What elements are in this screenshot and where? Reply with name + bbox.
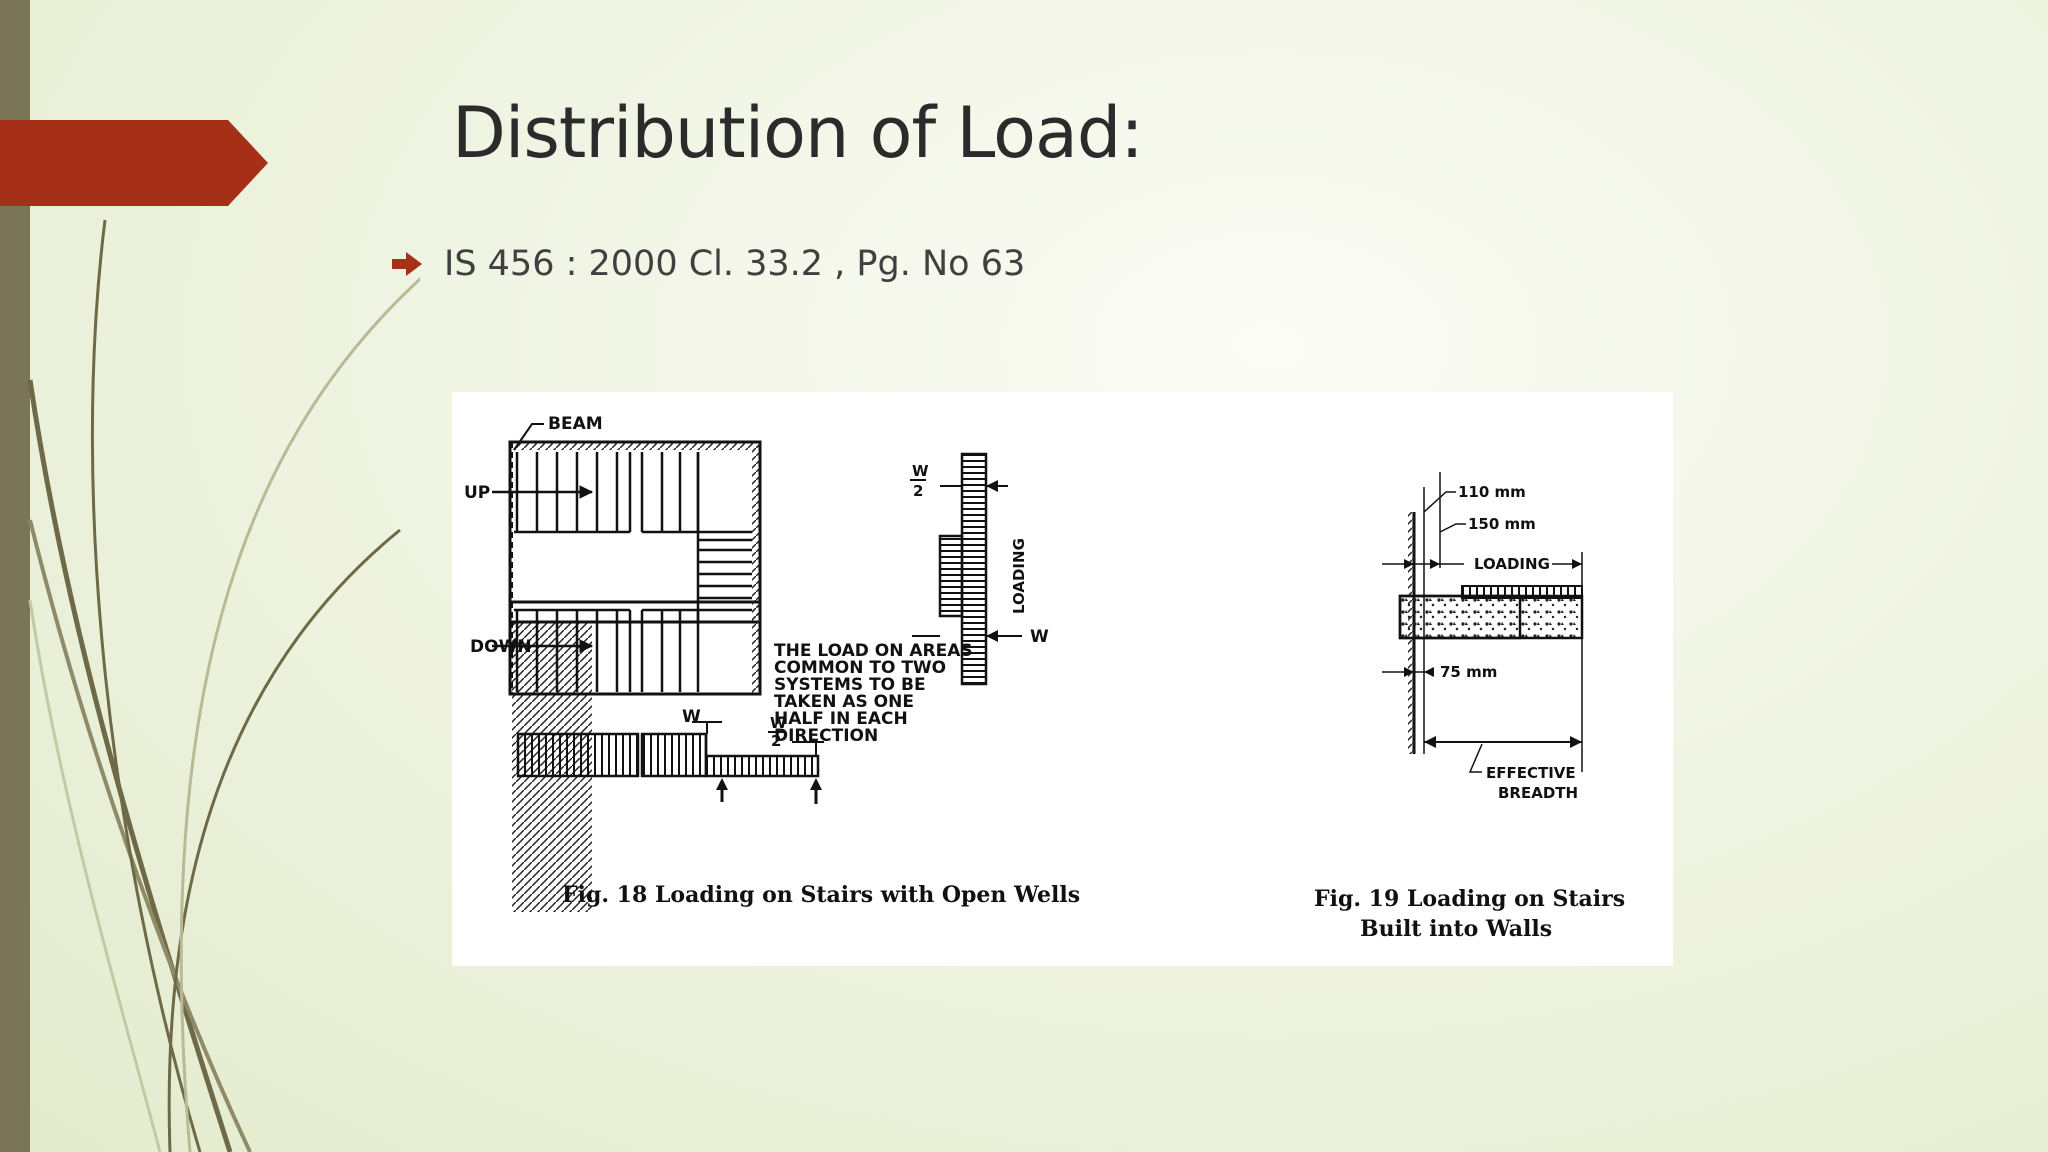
arrow-bullet-icon — [392, 252, 422, 276]
svg-text:TAKEN AS ONE: TAKEN AS ONE — [774, 692, 914, 712]
fig18-caption: Fig. 18 Loading on Stairs with Open Well… — [562, 882, 1080, 908]
fig19-loading-label: LOADING — [1474, 555, 1550, 573]
fig18-side-load — [912, 452, 1022, 686]
loading-label-side: LOADING — [1010, 538, 1028, 614]
figure-image: BEAM UP DOWN W W 2 THE LOAD ON AREAS COM… — [452, 392, 1673, 966]
effective-label: EFFECTIVE — [1486, 764, 1576, 782]
down-label: DOWN — [470, 637, 532, 657]
w-half-den-side: 2 — [913, 482, 923, 500]
svg-text:DIRECTION: DIRECTION — [774, 726, 878, 746]
svg-text:SYSTEMS TO BE: SYSTEMS TO BE — [774, 675, 926, 695]
w-half-num-side: W — [912, 462, 929, 480]
svg-text:THE LOAD ON AREAS: THE LOAD ON AREAS — [774, 641, 973, 661]
up-label: UP — [464, 483, 490, 503]
dim-75: 75 mm — [1440, 663, 1497, 681]
svg-text:HALF IN EACH: HALF IN EACH — [774, 709, 908, 729]
slide-title: Distribution of Load: — [452, 92, 1144, 174]
w-half-num-bottom: W — [770, 714, 787, 732]
w-label-bottom: W — [682, 707, 701, 727]
dim-110: 110 mm — [1458, 483, 1526, 501]
fig18-load-diagram — [516, 721, 824, 804]
fig19-caption-line1: Fig. 19 Loading on Stairs — [1314, 886, 1625, 912]
dim-150: 150 mm — [1468, 515, 1536, 533]
bullet-text: IS 456 : 2000 Cl. 33.2 , Pg. No 63 — [444, 244, 1026, 284]
accent-arrow-tab — [0, 120, 268, 206]
fig18-note: THE LOAD ON AREAS COMMON TO TWO SYSTEMS … — [774, 641, 973, 746]
breadth-label: BREADTH — [1498, 784, 1578, 802]
w-half-den-bottom: 2 — [771, 732, 781, 750]
decorative-swooshes — [27, 219, 420, 1152]
stair-loading-diagram: BEAM UP DOWN W W 2 THE LOAD ON AREAS COM… — [464, 414, 1625, 942]
bullet-item: IS 456 : 2000 Cl. 33.2 , Pg. No 63 — [392, 244, 1025, 284]
w-label-side: W — [1030, 627, 1049, 647]
fig19-caption-line2: Built into Walls — [1360, 916, 1552, 942]
beam-label: BEAM — [548, 414, 603, 434]
svg-text:COMMON TO TWO: COMMON TO TWO — [774, 658, 946, 678]
fig18-plan — [492, 423, 762, 912]
fig19-section — [1382, 472, 1584, 773]
